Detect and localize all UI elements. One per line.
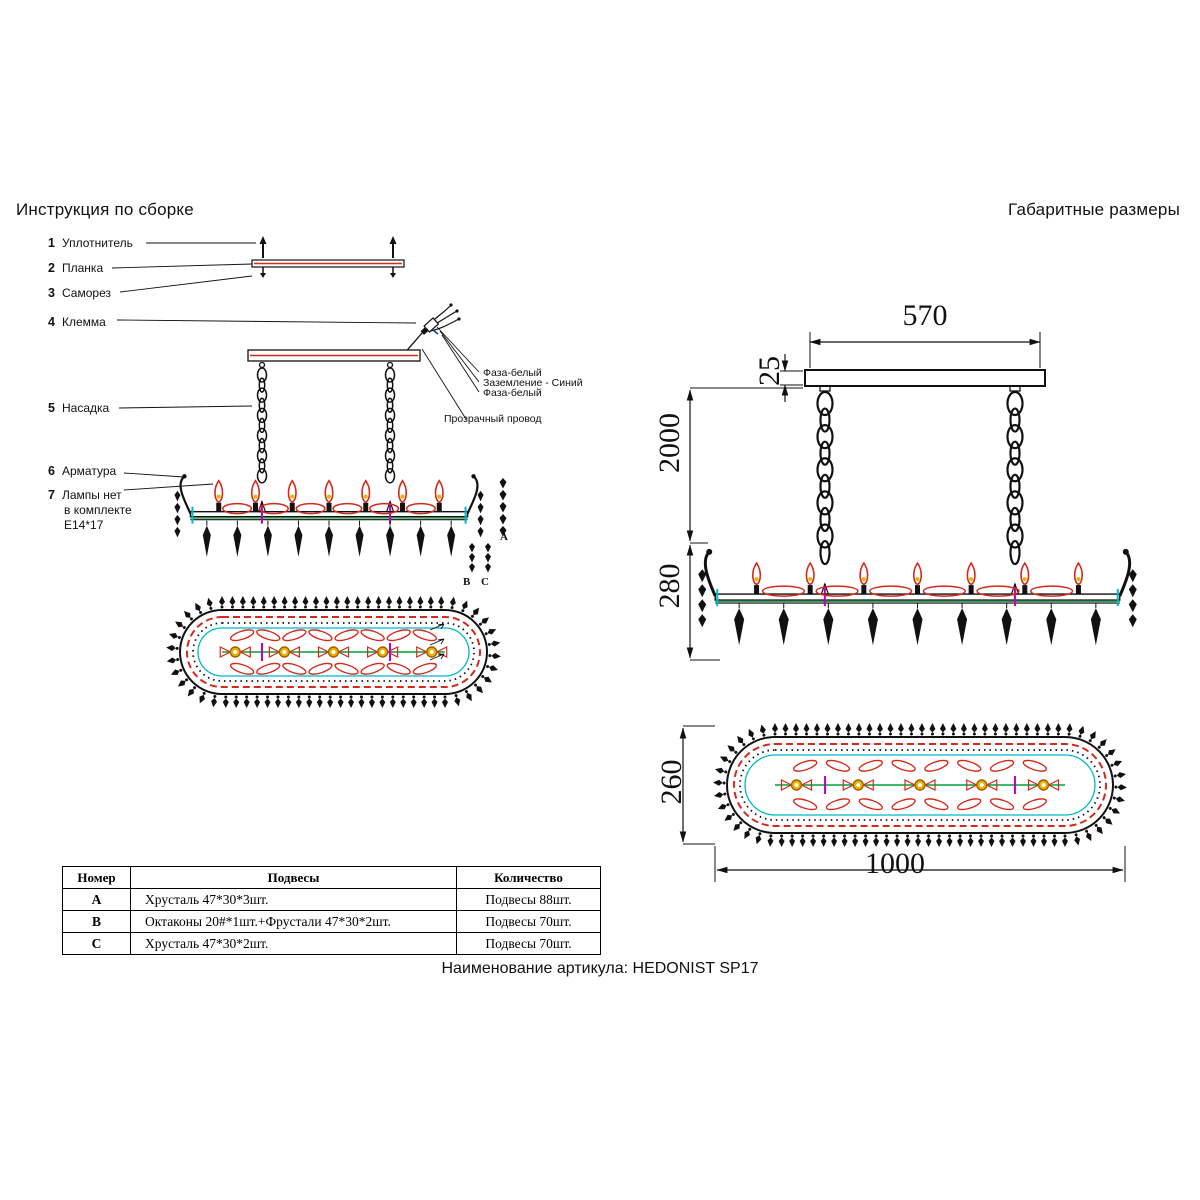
row-c-number: C xyxy=(62,932,131,955)
table-row-b: B Октаконы 20#*1шт.+Фрустали 47*30*2шт. … xyxy=(62,910,601,933)
row-a-qty: Подвесы 88шт. xyxy=(456,888,601,911)
part-label: Саморез xyxy=(62,286,111,300)
wire-label-ground-blue: Заземление - Синий xyxy=(483,377,583,389)
col-header-number: Номер xyxy=(62,866,131,889)
wire-label-phase-white-2: Фаза-белый xyxy=(483,387,542,399)
leader-lines xyxy=(111,242,417,491)
part-number: 6 xyxy=(48,464,55,478)
part-number: 1 xyxy=(48,236,55,250)
parts-list-item-7: 7 Лампы нет xyxy=(44,488,122,502)
legend-letter-c: C xyxy=(481,576,489,588)
dimension-body-length: 1000 xyxy=(815,848,975,880)
article-name: Наименование артикула: HEDONIST SP17 xyxy=(441,960,759,977)
fixture-side-view xyxy=(698,548,1137,646)
pendants-spec-table: Номер Подвесы Количество A Хрусталь 47*3… xyxy=(62,866,601,955)
dimensions-drawing xyxy=(679,332,1137,882)
legend-letter-b: B xyxy=(463,576,471,588)
assembly-ceiling-bar xyxy=(247,349,421,369)
col-header-pendants: Подвесы xyxy=(130,866,457,889)
table-row-c: C Хрусталь 47*30*2шт. Подвесы 70шт. xyxy=(62,932,601,955)
part-7-note-line2: в комплекте xyxy=(64,503,132,517)
overall-dimensions-title: Габаритные размеры xyxy=(1008,200,1180,219)
parts-list-item-3: 3 Саморез xyxy=(44,286,111,300)
table-header-row: Номер Подвесы Количество xyxy=(62,866,601,889)
legend-strands xyxy=(429,478,507,661)
parts-list-item-4: 4 Клемма xyxy=(44,315,106,329)
wire-label-phase-white-1: Фаза-белый xyxy=(483,367,542,379)
part-number: 5 xyxy=(48,401,55,415)
wire-detail xyxy=(403,303,480,420)
fixture-top-view xyxy=(713,723,1127,847)
row-b-number: B xyxy=(62,910,131,933)
part-label: Лампы нет xyxy=(62,488,122,502)
fixture-side-view xyxy=(174,474,484,557)
parts-list-item-1: 1 Уплотнитель xyxy=(44,236,133,250)
row-a-number: A xyxy=(62,888,131,911)
assembly-instructions-title: Инструкция по сборке xyxy=(16,200,194,219)
part-number: 7 xyxy=(48,488,55,502)
part-7-note-line3: Е14*17 xyxy=(64,518,104,532)
hanging-chains xyxy=(816,390,1024,566)
table-row-a: A Хрусталь 47*30*3шт. Подвесы 88шт. xyxy=(62,888,601,911)
row-a-desc: Хрусталь 47*30*3шт. xyxy=(130,888,457,911)
dimension-bar-width: 570 xyxy=(902,299,948,332)
assembly-diagram xyxy=(111,236,507,708)
part-label: Насадка xyxy=(62,401,110,415)
row-c-desc: Хрусталь 47*30*2шт. xyxy=(130,932,457,955)
parts-list-item-6: 6 Арматура xyxy=(44,464,116,478)
part-number: 4 xyxy=(48,315,55,329)
mount-bar-detail xyxy=(251,236,405,278)
fixture-top-view xyxy=(166,596,501,708)
parts-list-item-2: 2 Планка xyxy=(44,261,103,275)
part-number: 2 xyxy=(48,261,55,275)
dimension-lines xyxy=(679,332,1126,882)
col-header-quantity: Количество xyxy=(456,866,601,889)
wire-label-transparent-cord: Прозрачный провод xyxy=(444,413,542,425)
row-b-desc: Октаконы 20#*1шт.+Фрустали 47*30*2шт. xyxy=(130,910,457,933)
part-label: Планка xyxy=(62,261,104,275)
ceiling-bar xyxy=(804,369,1046,392)
hanging-chains xyxy=(256,367,396,484)
parts-list-item-5: 5 Насадка xyxy=(44,401,109,415)
legend-letter-a: A xyxy=(500,531,508,543)
part-label: Уплотнитель xyxy=(62,236,133,250)
row-c-qty: Подвесы 70шт. xyxy=(456,932,601,955)
row-b-qty: Подвесы 70шт. xyxy=(456,910,601,933)
part-label: Арматура xyxy=(62,464,117,478)
part-label: Клемма xyxy=(62,315,106,329)
part-number: 3 xyxy=(48,286,55,300)
